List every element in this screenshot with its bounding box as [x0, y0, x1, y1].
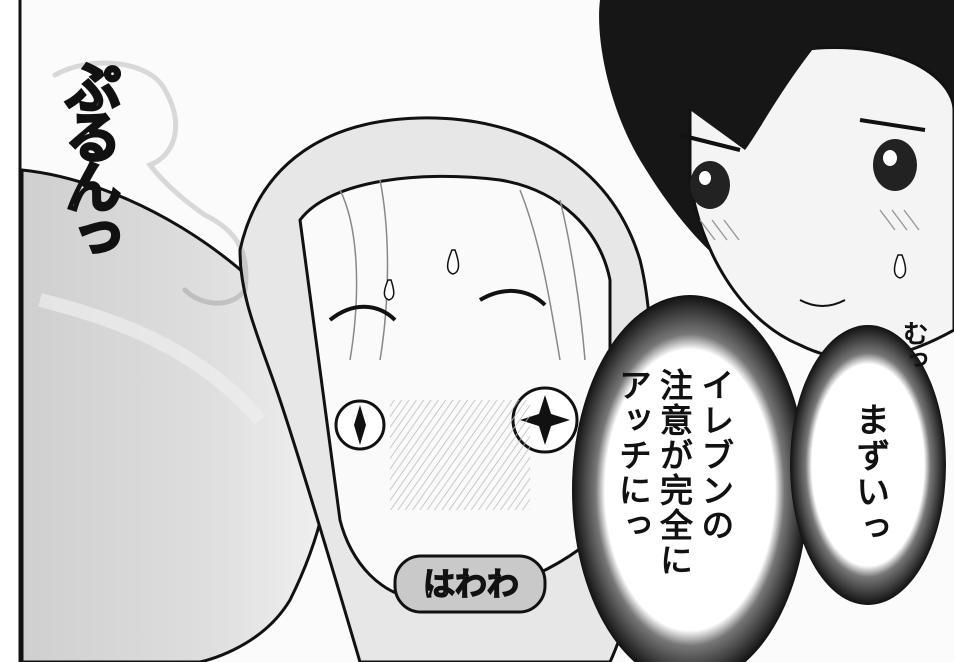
- sfx-flustered: はわわ: [422, 564, 520, 604]
- gutter: [0, 0, 20, 662]
- sfx-plate: [393, 554, 547, 614]
- thought-bubble-center: [572, 295, 808, 662]
- right-eye: [873, 139, 917, 191]
- left-eye: [690, 161, 730, 209]
- sfx-bounce: ぷるんっ: [55, 57, 123, 260]
- thought-bubble-right: [790, 325, 946, 605]
- bubble-center-line-2: 注意が完全に: [654, 368, 694, 578]
- bubble-center-line-1: イレブンの: [695, 368, 735, 543]
- bubble-center-text: イレブンの 注意が完全に アッチにっ: [612, 368, 736, 618]
- bubble-center-line-3: アッチにっ: [613, 368, 653, 543]
- long-hair-face: [298, 174, 612, 602]
- mouth: [799, 299, 846, 307]
- sfx-mutt: むっ: [898, 320, 928, 372]
- bubble-right-text: まずいっ: [849, 402, 890, 546]
